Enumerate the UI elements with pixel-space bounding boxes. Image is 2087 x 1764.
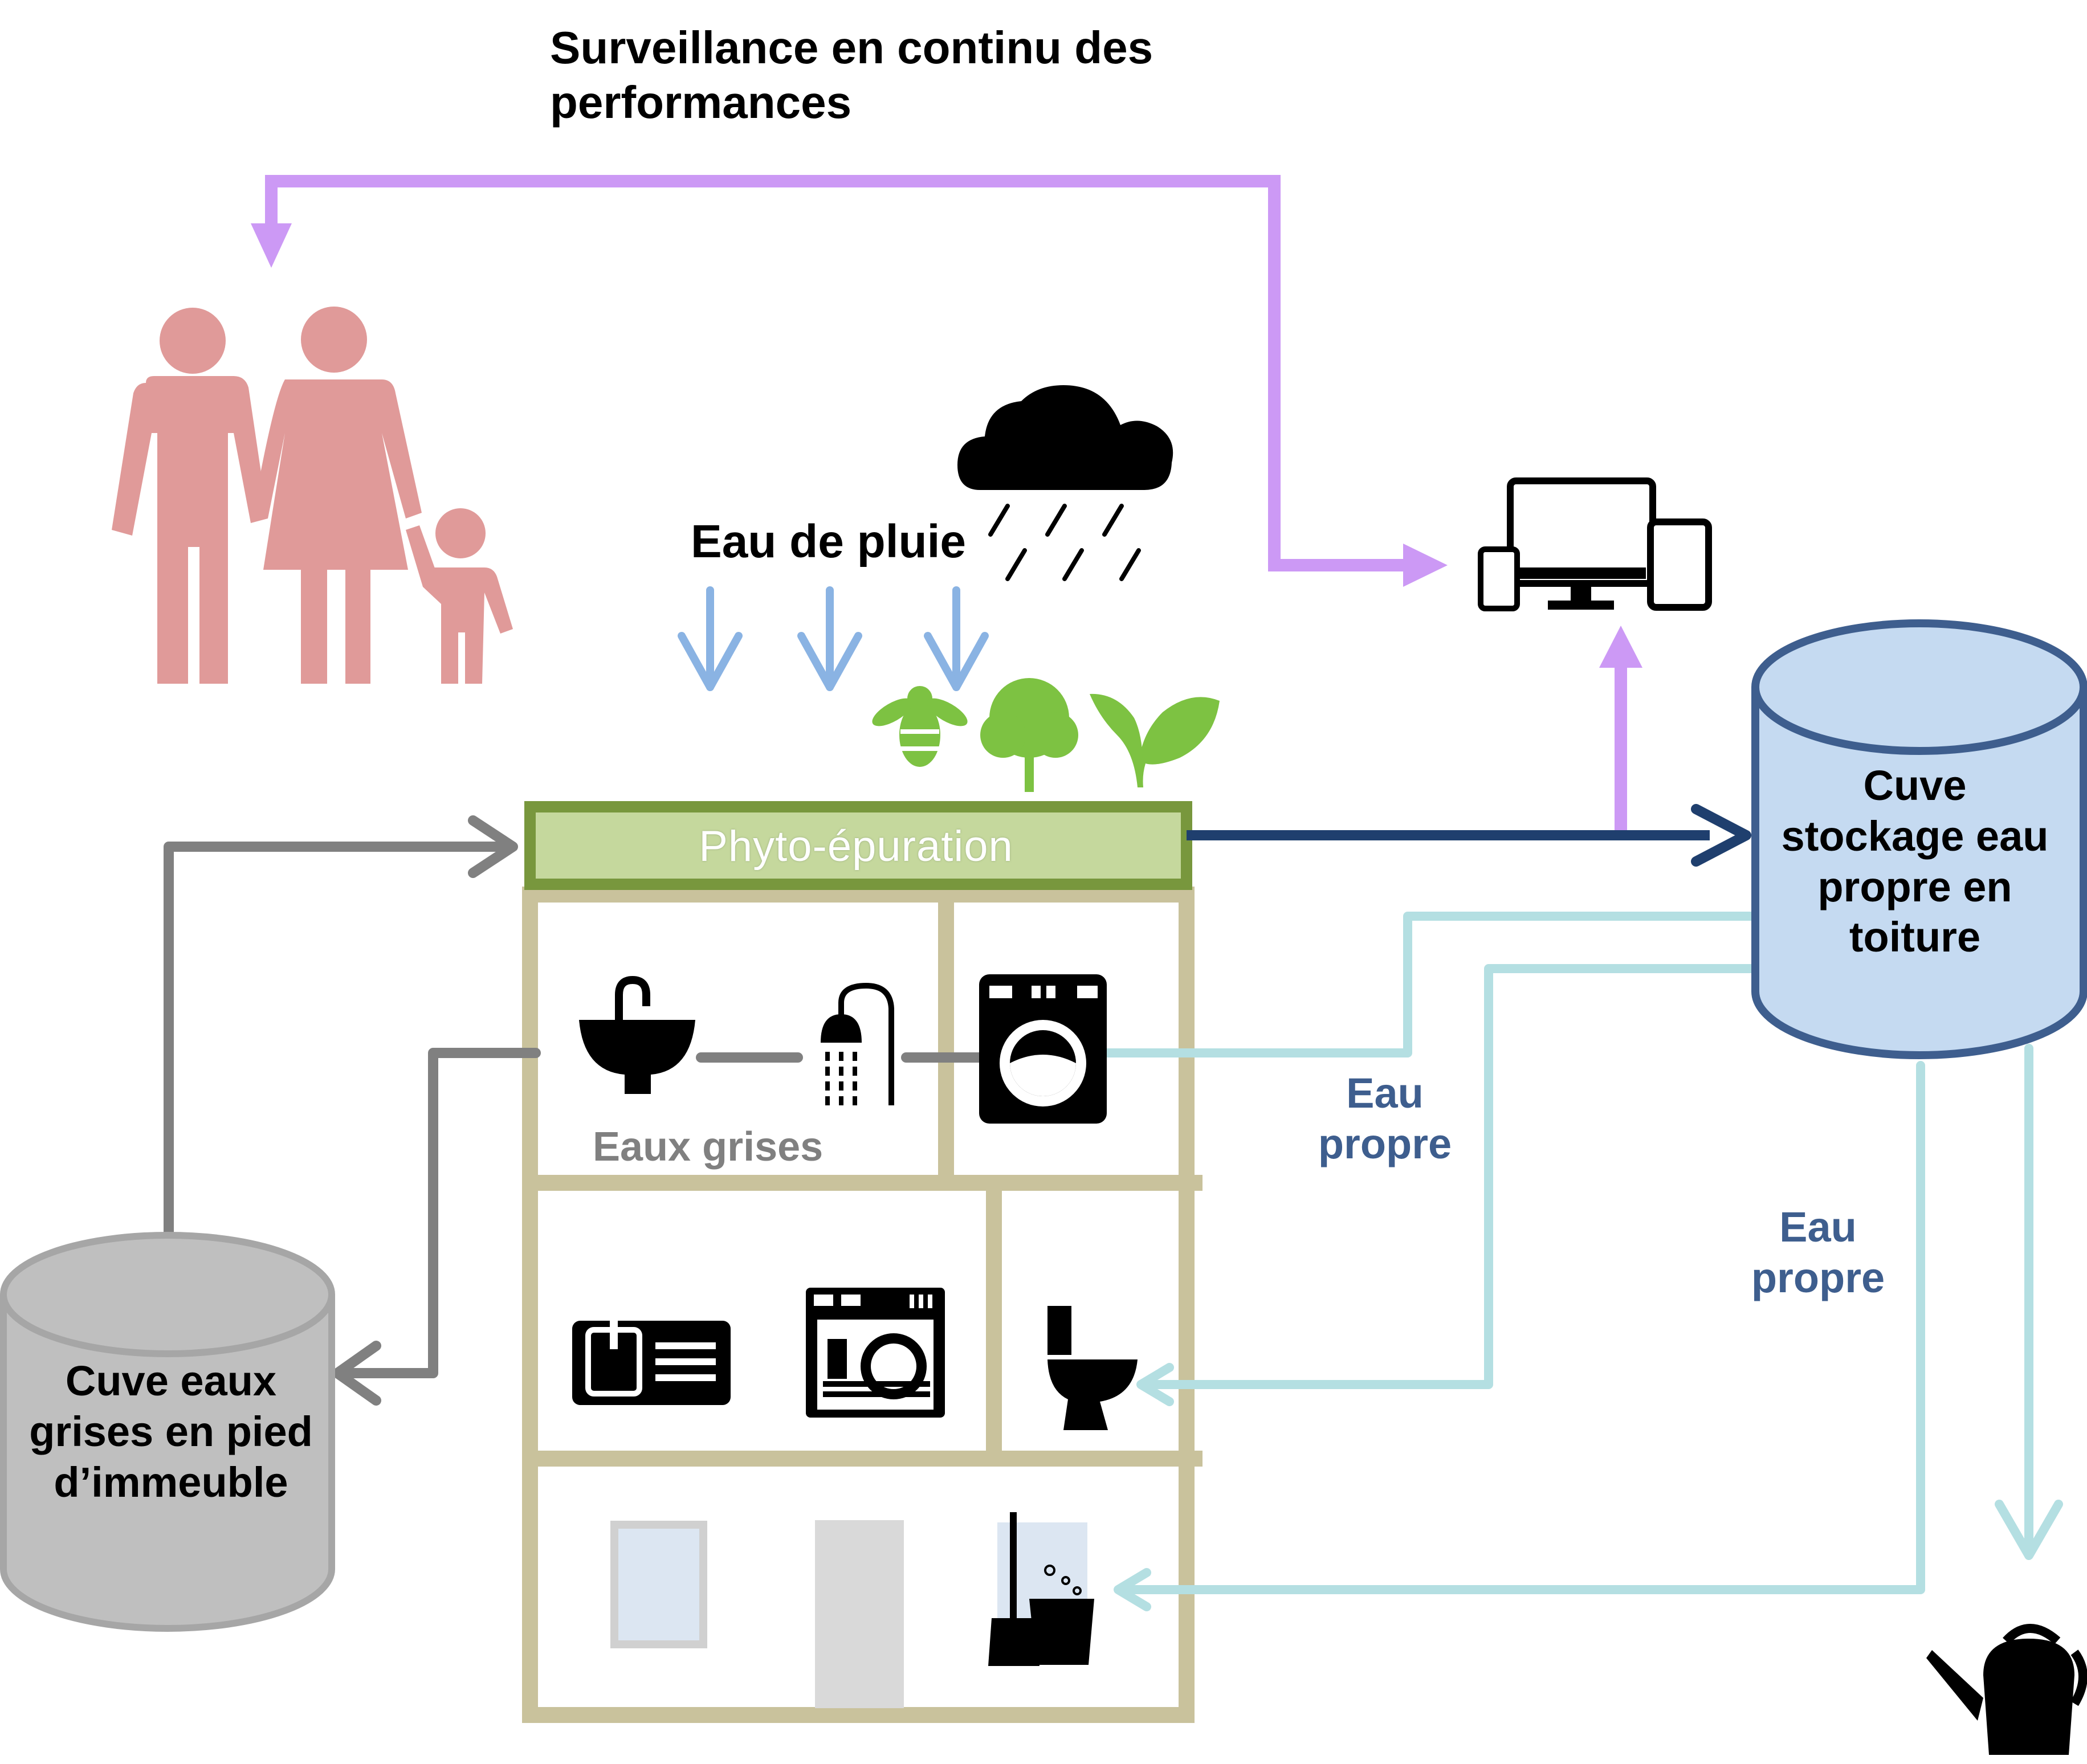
clean-water-tank <box>1751 619 2087 1059</box>
cleaning-icon <box>988 1512 1094 1666</box>
phyto-epuration-bar <box>524 801 1192 890</box>
building <box>522 887 1203 1723</box>
leaf-icon <box>1090 693 1220 787</box>
grey-water-flow <box>164 815 989 1406</box>
door <box>815 1520 904 1708</box>
watering-can-icon <box>1926 1624 2087 1755</box>
devices-icon <box>1478 477 1712 611</box>
washing-machine-icon <box>979 974 1107 1124</box>
monitoring-flow <box>251 175 1642 831</box>
shower-icon <box>821 982 894 1105</box>
treated-water-flow <box>1187 804 1751 867</box>
window-left <box>610 1521 707 1648</box>
grey-water-label: Eaux grises <box>593 1124 824 1170</box>
clean-water-flow <box>1053 912 2063 1611</box>
tree-icon <box>980 678 1078 792</box>
grey-water-tank <box>0 1232 335 1632</box>
phyto-epuration-label: Phyto-épuration <box>699 822 1013 871</box>
dishwasher-icon <box>806 1288 945 1418</box>
toilet-icon <box>1047 1306 1138 1430</box>
kitchen-sink-icon <box>572 1321 731 1405</box>
bee-icon <box>872 686 968 767</box>
sink-icon <box>579 975 695 1094</box>
clean-tank-label: Cuve stockage eau propre en toiture <box>1781 762 2049 961</box>
monitoring-title: Surveillance en continu des performances <box>550 22 1153 128</box>
grey-tank-label: Cuve eaux grises en pied d’immeuble <box>29 1357 313 1506</box>
rain-cloud-icon <box>957 385 1173 581</box>
clean-water-label-1: Eau propre <box>1318 1069 1452 1167</box>
family-icon <box>112 307 513 684</box>
clean-water-label-2: Eau propre <box>1751 1203 1885 1301</box>
rain-arrows <box>678 586 989 691</box>
rain-water-label: Eau de pluie <box>691 516 966 567</box>
